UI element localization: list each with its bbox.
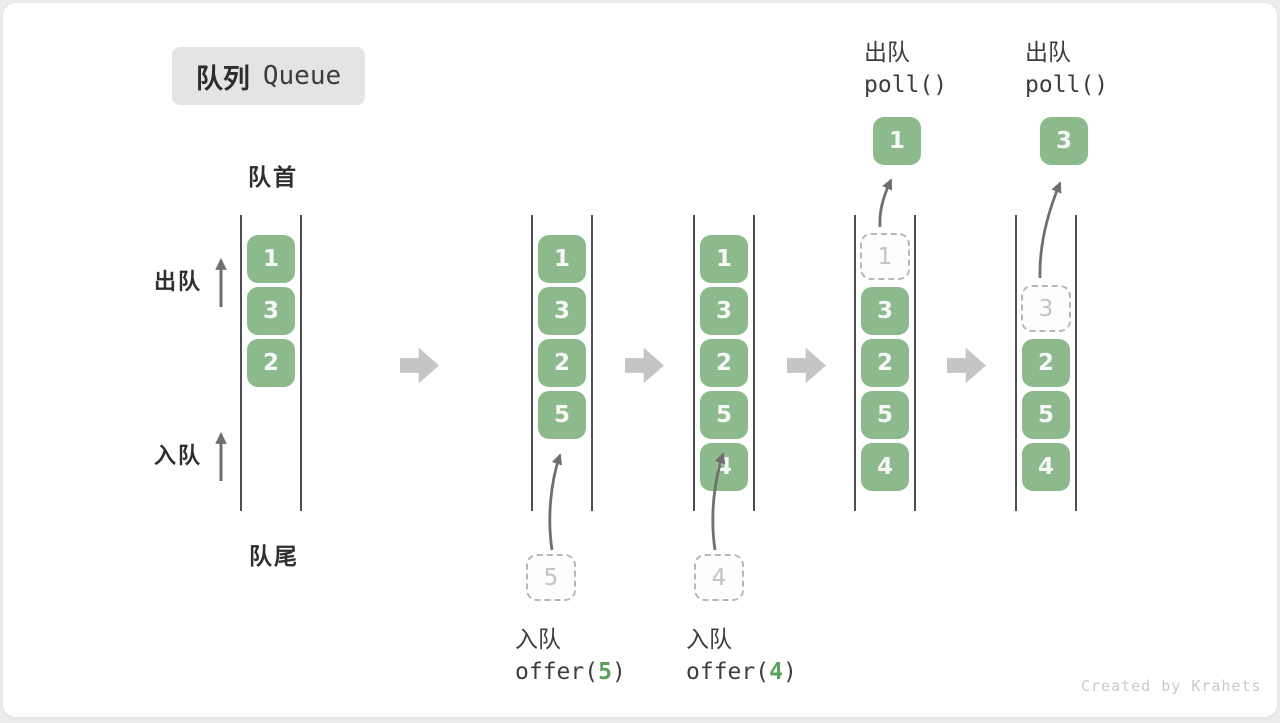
queue-item: 3 <box>247 287 295 335</box>
queue-item: 3 <box>861 287 909 335</box>
queue-column-3: 1 3 2 5 4 <box>693 215 755 511</box>
op-code: poll() <box>864 72 948 98</box>
queue-item: 5 <box>700 391 748 439</box>
code-arg: 4 <box>769 659 783 685</box>
queue-item: 1 <box>538 235 586 283</box>
queue-item: 2 <box>247 339 295 387</box>
queue-item: 2 <box>861 339 909 387</box>
ghost-item: 1 <box>860 233 910 280</box>
queue-item: 2 <box>538 339 586 387</box>
op-action: 入队 <box>686 626 732 652</box>
code-post: ) <box>611 659 626 685</box>
op-caption-poll-1: 出队 poll() <box>864 36 947 102</box>
queue-item: 4 <box>700 443 748 491</box>
code-arg: 5 <box>598 659 612 685</box>
label-enqueue: 入队 <box>154 443 203 468</box>
right-arrow-icon <box>400 347 439 384</box>
queue-item: 1 <box>247 235 295 283</box>
popped-item: 1 <box>873 117 921 165</box>
popped-item: 3 <box>1040 117 1088 165</box>
title-badge: 队列 Queue <box>172 47 365 105</box>
ghost-item: 3 <box>1021 285 1071 332</box>
right-arrow-icon <box>625 347 664 384</box>
label-queue-rear: 队尾 <box>249 543 299 569</box>
op-action: 出队 <box>864 39 910 65</box>
op-caption-offer4: 入队 offer(4) <box>686 623 797 689</box>
right-arrow-icon <box>947 347 986 384</box>
op-code: poll() <box>1025 72 1109 98</box>
queue-column-1: 1 3 2 <box>240 215 302 511</box>
op-caption-poll-2: 出队 poll() <box>1025 36 1108 102</box>
op-action: 出队 <box>1025 39 1071 65</box>
queue-column-2: 1 3 2 5 <box>531 215 593 511</box>
label-dequeue: 出队 <box>154 269 203 294</box>
right-arrow-icon <box>787 347 826 384</box>
queue-item: 3 <box>538 287 586 335</box>
code-pre: offer( <box>686 659 770 685</box>
queue-item: 5 <box>1022 391 1070 439</box>
queue-item: 3 <box>700 287 748 335</box>
title-en: Queue <box>262 61 342 91</box>
code-post: ) <box>782 659 797 685</box>
code-pre: offer( <box>515 659 599 685</box>
queue-item: 4 <box>1022 443 1070 491</box>
watermark: Created by Krahets <box>1081 677 1262 695</box>
queue-item: 1 <box>700 235 748 283</box>
label-queue-front: 队首 <box>248 164 298 190</box>
incoming-item: 4 <box>694 554 744 601</box>
op-action: 入队 <box>515 626 561 652</box>
queue-item: 5 <box>861 391 909 439</box>
op-caption-offer5: 入队 offer(5) <box>515 623 626 689</box>
title-zh: 队列 <box>195 63 250 94</box>
queue-item: 2 <box>700 339 748 387</box>
queue-item: 2 <box>1022 339 1070 387</box>
incoming-item: 5 <box>526 554 576 601</box>
op-code: offer(5) <box>515 656 626 689</box>
queue-column-5: 3 2 5 4 <box>1015 215 1077 511</box>
queue-item: 4 <box>861 443 909 491</box>
queue-column-4: 1 3 2 5 4 <box>854 215 916 511</box>
op-code: offer(4) <box>686 656 797 689</box>
queue-item: 5 <box>538 391 586 439</box>
